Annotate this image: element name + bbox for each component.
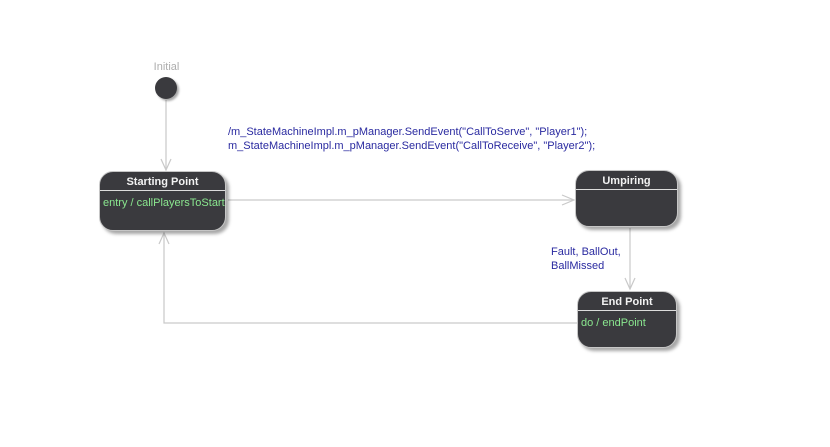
annotation-line-1: /m_StateMachineImpl.m_pManager.SendEvent… [228, 126, 588, 138]
transition-end-to-starting[interactable] [158, 231, 577, 324]
state-do-action: do / endPoint [581, 317, 646, 329]
transition-code-annotation: /m_StateMachineImpl.m_pManager.SendEvent… [228, 125, 595, 153]
state-entry-action: entry / callPlayersToStart [103, 197, 225, 209]
state-title: End Point [578, 292, 676, 311]
arrowhead-up-icon [158, 231, 170, 245]
state-title: Starting Point [100, 172, 225, 191]
fault-label-line-2: BallMissed [551, 260, 605, 272]
arrowhead-down-icon [160, 158, 172, 172]
state-title: Umpiring [576, 171, 677, 190]
fault-label-line-1: Fault, BallOut, [551, 246, 621, 258]
state-entry-action [576, 190, 677, 196]
initial-state-node[interactable] [155, 77, 177, 99]
state-end-point[interactable]: End Point do / endPoint [577, 291, 677, 348]
arrowhead-down-icon [624, 277, 636, 291]
transition-umpiring-to-end[interactable] [624, 228, 636, 291]
annotation-line-2: m_StateMachineImpl.m_pManager.SendEvent(… [228, 140, 596, 152]
initial-state-label: Initial [153, 61, 180, 73]
state-starting-point[interactable]: Starting Point entry / callPlayersToStar… [99, 171, 226, 231]
transition-initial-to-starting[interactable] [160, 100, 172, 172]
transition-fault-label: Fault, BallOut, BallMissed [551, 245, 621, 273]
arrowhead-right-icon [561, 194, 576, 206]
connector-line [163, 234, 577, 324]
transition-starting-to-umpiring[interactable] [228, 194, 576, 206]
state-umpiring[interactable]: Umpiring [575, 170, 678, 227]
